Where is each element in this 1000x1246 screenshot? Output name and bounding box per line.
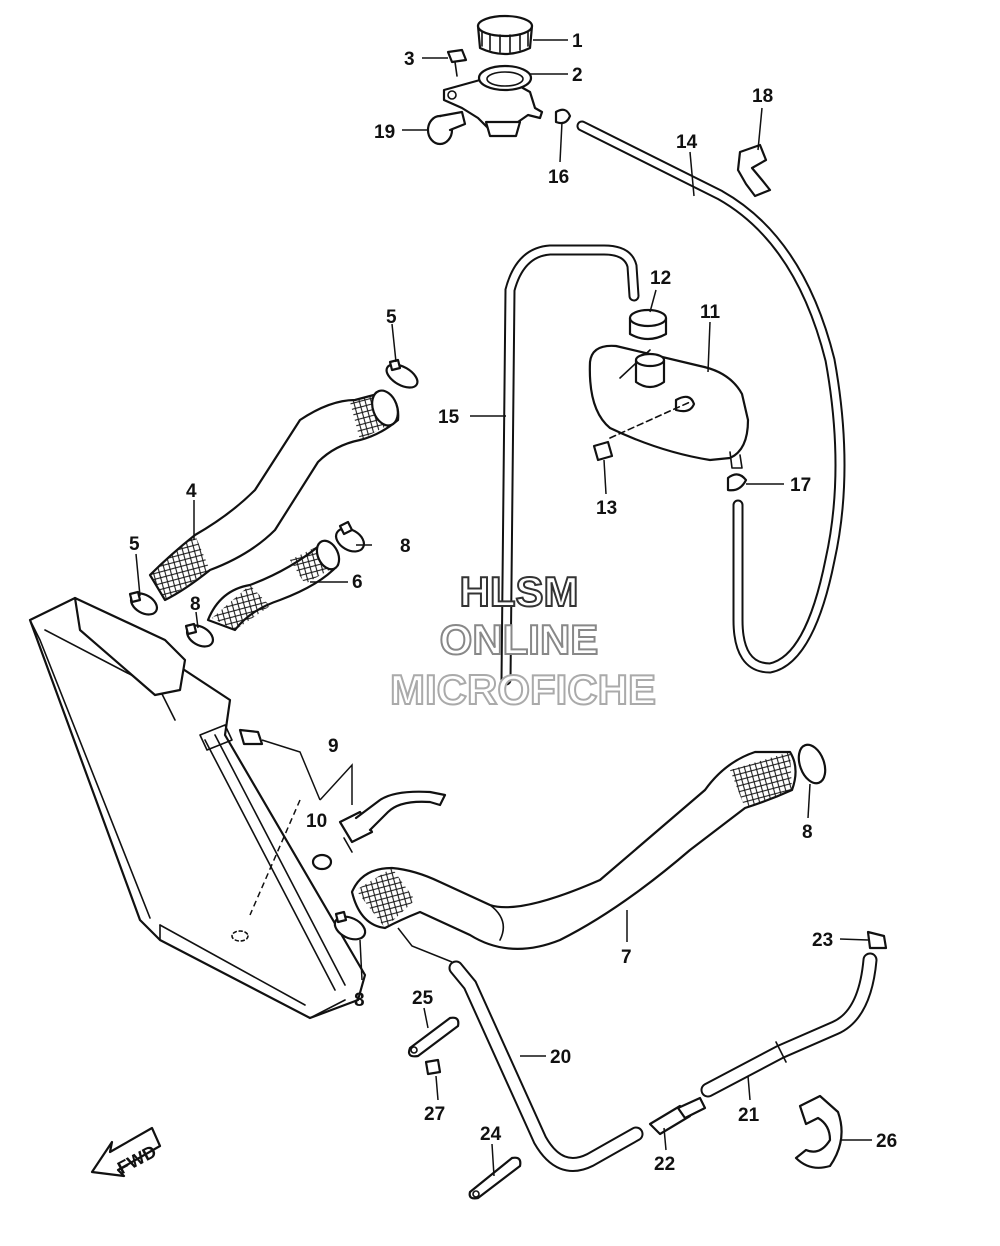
reservoir-tank[interactable] (588, 344, 750, 469)
forward-direction-arrow: FWD (90, 1126, 162, 1178)
callout-7: 7 (621, 947, 632, 968)
callout-19: 19 (374, 122, 395, 143)
callout-5-bottom: 5 (129, 534, 140, 555)
callout-numbers: 1 2 3 19 16 18 14 12 11 15 13 17 5 4 5 8… (129, 31, 897, 1175)
reservoir-cap[interactable] (628, 308, 668, 341)
callout-4: 4 (186, 481, 197, 502)
clip-16[interactable] (554, 108, 572, 125)
callout-3: 3 (404, 49, 415, 70)
radiator-inlet-hose-4[interactable] (148, 387, 402, 602)
callout-10: 10 (306, 811, 327, 832)
thermo-switch[interactable] (338, 790, 447, 853)
radiator-hose-6[interactable] (206, 537, 343, 632)
hose-clamp-8-c[interactable] (794, 741, 830, 787)
hose-clamp-19[interactable] (426, 110, 467, 146)
filler-neck[interactable] (442, 64, 544, 138)
watermark-line-1: HLSM (460, 568, 579, 615)
callout-24: 24 (480, 1124, 502, 1145)
clamp-23[interactable] (866, 930, 888, 950)
hose-21[interactable] (700, 952, 878, 1098)
hose-clamp-8-d[interactable] (331, 910, 368, 944)
callout-23: 23 (812, 930, 833, 951)
callout-18: 18 (752, 86, 773, 107)
callout-5-top: 5 (386, 307, 397, 328)
callout-8-d: 8 (354, 990, 365, 1011)
watermark: HLSM ONLINE MICROFICHE (389, 567, 657, 714)
hose-clamp-5-top[interactable] (383, 358, 421, 393)
callout-1: 1 (572, 31, 583, 52)
callout-13: 13 (596, 498, 617, 519)
callout-8-b: 8 (190, 594, 201, 615)
hose-clamp-8-b[interactable] (183, 621, 216, 651)
callout-2: 2 (572, 65, 583, 86)
bolt-13[interactable] (592, 440, 614, 462)
bypass-pipe-20[interactable] (448, 960, 644, 1172)
radiator-outlet-hose-7[interactable] (350, 750, 797, 950)
callout-8-c: 8 (802, 822, 813, 843)
callout-11: 11 (700, 302, 721, 323)
leader-lines (135, 39, 872, 1177)
callout-26: 26 (876, 1131, 897, 1152)
overflow-hose-14[interactable] (576, 120, 846, 674)
callout-14: 14 (676, 132, 698, 153)
watermark-line-2: ONLINE (440, 616, 599, 663)
bolt-3[interactable] (446, 48, 468, 77)
clip-26[interactable] (794, 1094, 843, 1169)
bracket-25[interactable] (407, 1016, 460, 1058)
watermark-line-3: MICROFICHE (390, 666, 656, 713)
callout-27: 27 (424, 1104, 445, 1125)
callout-25: 25 (412, 988, 434, 1009)
callout-9: 9 (328, 736, 339, 757)
callout-22: 22 (654, 1154, 675, 1175)
bleed-bolt[interactable] (238, 728, 264, 746)
radiator[interactable] (28, 596, 367, 1020)
callout-21: 21 (738, 1105, 760, 1126)
callout-15: 15 (438, 407, 460, 428)
bracket-24[interactable] (468, 1156, 522, 1200)
hose-clamp-17[interactable] (726, 473, 748, 492)
callout-8-a: 8 (400, 536, 411, 557)
callout-6: 6 (352, 572, 363, 593)
hose-15[interactable] (500, 244, 640, 686)
callout-17: 17 (790, 475, 811, 496)
callout-20: 20 (550, 1047, 571, 1068)
callout-16: 16 (548, 167, 569, 188)
bolt-27[interactable] (424, 1058, 442, 1076)
callout-12: 12 (650, 268, 671, 289)
hose-clamp-5-bottom[interactable] (127, 589, 160, 619)
radiator-cap[interactable] (476, 14, 534, 56)
hose-clamp-18[interactable] (736, 143, 772, 198)
pipe-joint-22[interactable] (648, 1096, 707, 1136)
gasket[interactable] (311, 853, 333, 871)
